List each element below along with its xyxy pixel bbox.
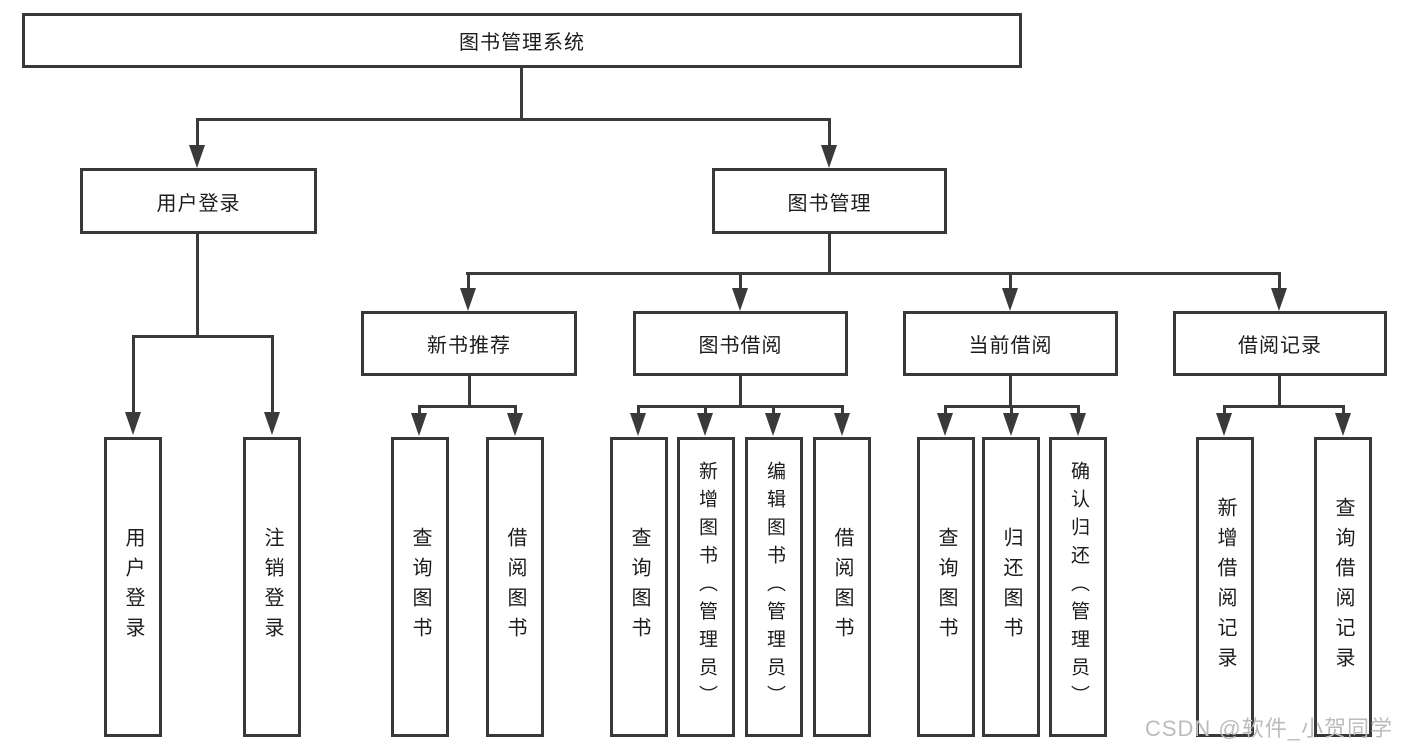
arrow-down-icon (1335, 413, 1351, 436)
leaf-query-books-borrow: 查询图书 (610, 437, 668, 737)
csdn-watermark: CSDN @软件_小贺同学 (1144, 716, 1393, 741)
connector-line (637, 405, 640, 415)
arrow-down-icon (697, 413, 713, 436)
arrow-down-icon (507, 413, 523, 436)
arrow-down-icon (1271, 288, 1287, 311)
arrow-down-icon (765, 413, 781, 436)
leaf-borrow-books-recommend: 借阅图书 (486, 437, 544, 737)
node-user-login: 用户登录 (80, 168, 317, 234)
leaf-add-borrow-record: 新增借阅记录 (1196, 437, 1254, 737)
connector-line (739, 376, 742, 408)
node-book-management: 图书管理 (712, 168, 947, 234)
connector-line (418, 405, 421, 415)
leaf-query-borrow-record: 查询借阅记录 (1314, 437, 1372, 737)
connector-line (1223, 405, 1226, 415)
connector-line (739, 272, 742, 292)
connector-line (841, 405, 844, 415)
leaf-add-books-admin: 新增图书（管理员） (677, 437, 735, 737)
connector-line (271, 335, 274, 413)
arrow-down-icon (411, 413, 427, 436)
connector-line (1278, 272, 1281, 292)
connector-line (828, 234, 831, 275)
leaf-logout: 注销登录 (243, 437, 301, 737)
arrow-down-icon (630, 413, 646, 436)
connector-line (196, 118, 199, 148)
node-current-borrowing: 当前借阅 (903, 311, 1118, 376)
leaf-borrow-books: 借阅图书 (813, 437, 871, 737)
arrow-down-icon (937, 413, 953, 436)
arrow-down-icon (125, 412, 141, 435)
arrow-down-icon (1002, 288, 1018, 311)
connector-line (1009, 272, 1012, 292)
connector-line (1009, 376, 1012, 408)
arrow-down-icon (1216, 413, 1232, 436)
connector-line (514, 405, 517, 415)
arrow-down-icon (1003, 413, 1019, 436)
connector-line (1342, 405, 1345, 415)
connector-line (828, 118, 831, 148)
leaf-confirm-return-admin: 确认归还（管理员） (1049, 437, 1107, 737)
node-new-book-recommendation: 新书推荐 (361, 311, 577, 376)
connector-line (1010, 405, 1013, 415)
leaf-query-books-current: 查询图书 (917, 437, 975, 737)
leaf-edit-books-admin: 编辑图书（管理员） (745, 437, 803, 737)
arrow-down-icon (264, 412, 280, 435)
connector-line (704, 405, 707, 415)
arrow-down-icon (189, 145, 205, 168)
node-library-management-system: 图书管理系统 (22, 13, 1022, 68)
leaf-return-books: 归还图书 (982, 437, 1040, 737)
arrow-down-icon (821, 145, 837, 168)
connector-line (520, 68, 523, 120)
connector-line (944, 405, 947, 415)
arrow-down-icon (460, 288, 476, 311)
connector-line (772, 405, 775, 415)
connector-line (467, 272, 470, 292)
connector-line (196, 233, 199, 338)
connector-line (468, 376, 471, 408)
node-borrowing-records: 借阅记录 (1173, 311, 1387, 376)
connector-line (1223, 405, 1345, 408)
connector-line (196, 118, 831, 121)
leaf-query-books-recommend: 查询图书 (391, 437, 449, 737)
connector-line (1077, 405, 1080, 415)
arrow-down-icon (1070, 413, 1086, 436)
arrow-down-icon (834, 413, 850, 436)
leaf-user-login: 用户登录 (104, 437, 162, 737)
connector-line (132, 335, 274, 338)
connector-line (1278, 376, 1281, 408)
connector-line (132, 335, 135, 413)
arrow-down-icon (732, 288, 748, 311)
connector-line (418, 405, 517, 408)
connector-line (466, 272, 1281, 275)
connector-line (637, 405, 844, 408)
node-book-borrowing: 图书借阅 (633, 311, 848, 376)
